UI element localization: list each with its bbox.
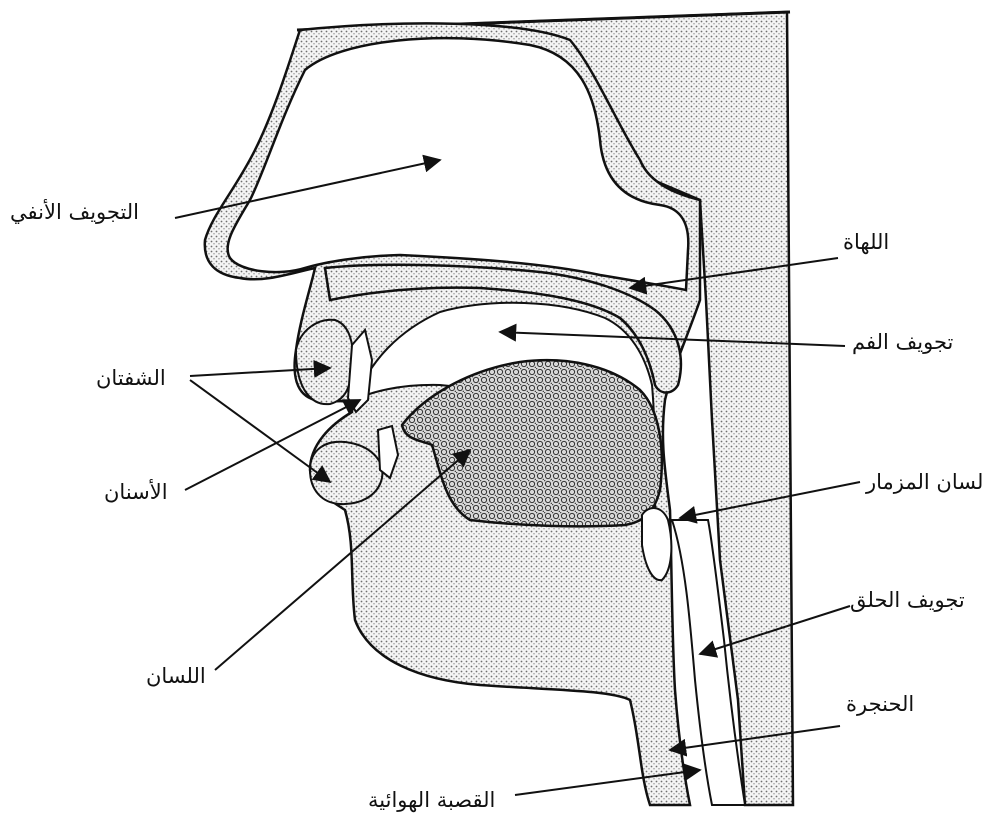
upper-lip bbox=[296, 320, 353, 404]
label-tongue: اللسان bbox=[146, 664, 206, 688]
label-trachea: القصبة الهوائية bbox=[368, 788, 495, 812]
lower-lip bbox=[310, 442, 382, 504]
label-oral-cavity: تجويف الفم bbox=[852, 330, 953, 354]
label-pharynx: تجويف الحلق bbox=[850, 588, 965, 612]
label-epiglottis: لسان المزمار bbox=[866, 470, 983, 494]
label-uvula: اللهاة bbox=[843, 230, 889, 254]
label-larynx: الحنجرة bbox=[846, 692, 914, 716]
label-teeth: الأسنان bbox=[104, 480, 168, 504]
label-nasal-cavity: التجويف الأنفي bbox=[10, 200, 139, 224]
label-lips: الشفتان bbox=[96, 366, 166, 390]
